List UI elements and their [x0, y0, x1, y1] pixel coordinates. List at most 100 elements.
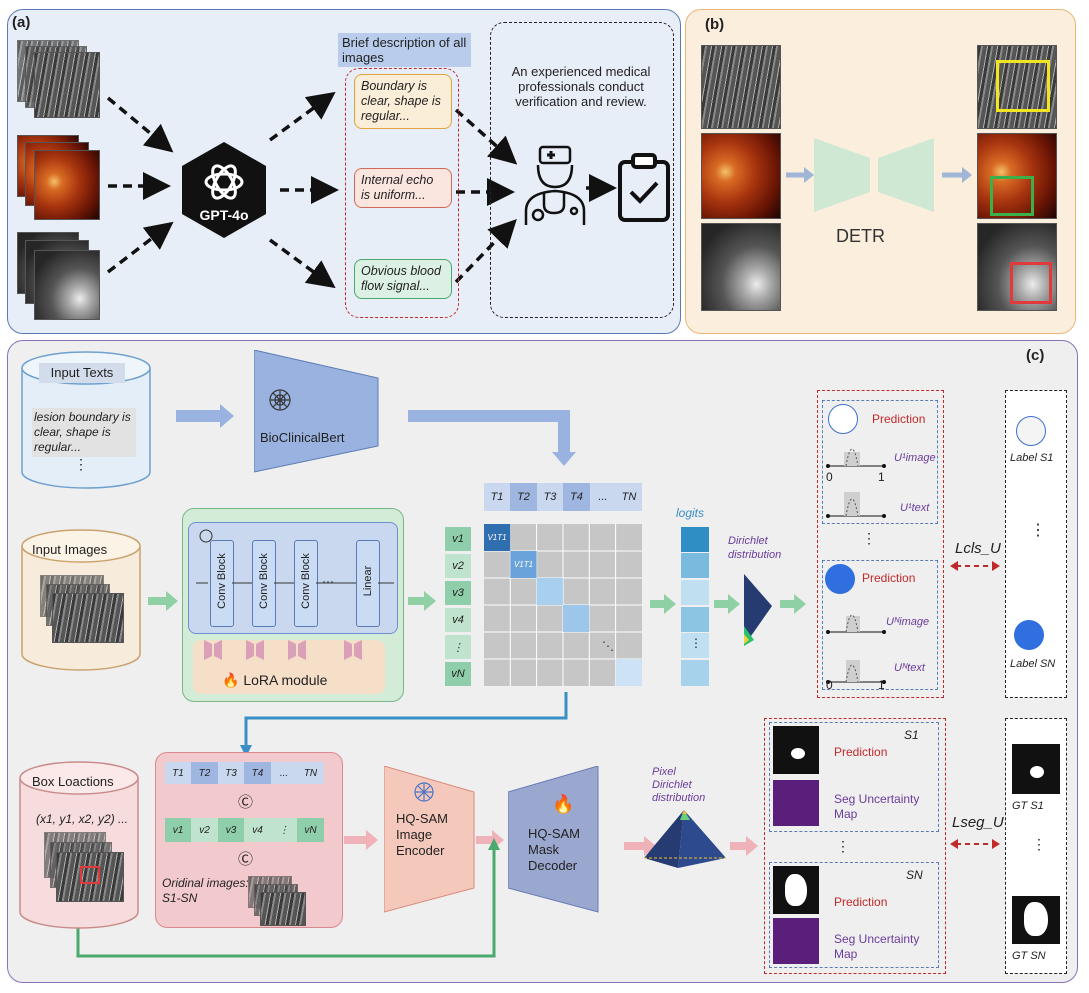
- encoder-block-1: Conv Block: [210, 540, 234, 627]
- b-output-xray: [977, 223, 1057, 311]
- label-circle-1: [1016, 416, 1046, 446]
- uncertainty-plots: [826, 448, 886, 684]
- input-texts-title: Input Texts: [39, 363, 125, 383]
- input-texts-body: lesion boundary is clear, shape is regul…: [32, 408, 136, 457]
- seg-uncertainty-map-n: [773, 918, 819, 964]
- descriptions-box: [345, 68, 459, 318]
- axis-0-b: 0: [826, 678, 833, 692]
- lora-label: 🔥 LoRA module: [222, 672, 328, 688]
- loss-seg: Lseg_U: [952, 814, 1004, 831]
- hqsam-decoder-label: HQ-SAM Mask Decoder: [528, 826, 580, 873]
- gt-sn-label: GT SN: [1012, 950, 1046, 962]
- concat-symbol-2: Ⓒ: [238, 851, 254, 868]
- review-box: [490, 22, 674, 318]
- panel-a-label: (a): [12, 14, 31, 31]
- b-input-xray: [701, 223, 781, 311]
- cls-prediction-outer: [817, 390, 944, 698]
- bioclinicalbert-label: BioClinicalBert: [260, 430, 345, 445]
- svg-text:⋱: ⋱: [602, 639, 614, 653]
- u-text-n: Uᴺtext: [894, 662, 925, 674]
- u-image-n: Uᴺimage: [886, 616, 930, 628]
- seg-prediction-outer: [764, 718, 946, 974]
- cls-prediction-top: [822, 400, 938, 524]
- b-input-fundus: [701, 133, 781, 219]
- encoder-ellipsis: ···: [322, 574, 334, 588]
- axis-0-a: 0: [826, 470, 833, 484]
- seg-sn-label: SN: [906, 868, 923, 882]
- detr-model: [786, 138, 972, 212]
- seg-vdots: ⋮: [836, 838, 850, 854]
- label-sn: Label SN: [1010, 658, 1056, 670]
- seg-prediction-top: [769, 722, 939, 832]
- clipboard-check-icon: [618, 153, 670, 222]
- ordinal-images-label: Oridinal images: S1-SN: [162, 876, 249, 905]
- box-locations-title: Box Loactions: [32, 774, 114, 789]
- fire-icon: 🔥: [222, 672, 240, 688]
- gt-mask-1: [1012, 744, 1060, 794]
- encoder-linear: Linear: [356, 540, 380, 627]
- bioclinicalbert-encoder: [254, 350, 379, 473]
- u-image-1: U¹image: [894, 452, 936, 464]
- dirichlet-label: Dirichlet distribution: [728, 535, 782, 561]
- hqsam-image-encoder: [384, 766, 475, 913]
- gpt4o-label: GPT-4o: [199, 207, 249, 223]
- diag-label-1: V1T1: [487, 533, 507, 542]
- doctor-icon: [524, 145, 586, 225]
- label-s1: Label S1: [1010, 452, 1054, 464]
- hqsam-encoder-label: HQ-SAM Image Encoder: [396, 811, 448, 858]
- u-text-1: U¹text: [900, 502, 930, 514]
- gpt4o-logo: GPT-4o: [178, 140, 270, 240]
- seg-uncertainty-label-n: Seg Uncertainty Map: [834, 932, 920, 961]
- cls-vdots: ⋮: [862, 530, 876, 546]
- b-box-yellow: [996, 60, 1050, 112]
- gt-s1-label: GT S1: [1012, 800, 1044, 812]
- seg-s1-label: S1: [904, 728, 919, 742]
- logits-label: logits: [676, 506, 705, 520]
- label-vdots: ⋮: [1030, 522, 1046, 539]
- b-box-green: [990, 176, 1034, 216]
- input-images-title: Input Images: [32, 542, 108, 557]
- b-input-ultrasound: [701, 45, 781, 129]
- loss-cls: Lcls_U: [955, 540, 1001, 557]
- detr-label: DETR: [836, 226, 885, 246]
- gt-mask-n: [1012, 896, 1060, 944]
- seg-uncertainty-label-1: Seg Uncertainty Map: [834, 792, 920, 821]
- seg-pred-mask-1: [773, 726, 819, 774]
- seg-prediction-bottom: [769, 862, 939, 968]
- seg-pred-label-n: Prediction: [834, 895, 888, 909]
- cls-pred-circle-1: [828, 404, 858, 434]
- seg-pred-label-1: Prediction: [834, 745, 888, 759]
- panel-a-arrows: [106, 91, 617, 289]
- lora-adapters: [196, 529, 394, 660]
- cls-pred-label-1: Prediction: [872, 412, 926, 426]
- input-texts-dots: ⋮: [74, 456, 88, 472]
- panel-b-label: (b): [705, 16, 725, 33]
- axis-1-a: 1: [878, 470, 885, 484]
- hqsam-mask-decoder: 🔥: [508, 766, 599, 913]
- label-circle-n: [1014, 620, 1044, 650]
- seg-uncertainty-map-1: [773, 780, 819, 826]
- concat-symbol-1: Ⓒ: [238, 794, 254, 811]
- cls-pred-circle-n: [825, 564, 855, 594]
- gt-vdots: ⋮: [1032, 836, 1046, 852]
- review-text: An experienced medical professionals con…: [511, 64, 651, 109]
- cls-pred-label-n: Prediction: [862, 571, 916, 585]
- svg-text:🔥: 🔥: [552, 793, 574, 814]
- pixel-dirichlet-label: Pixel Dirichlet distribution: [652, 766, 706, 804]
- panel-c-label: (c): [1026, 347, 1045, 364]
- description-3: Obvious blood flow signal...: [354, 259, 452, 299]
- description-2: Internal echo is uniform...: [354, 168, 452, 208]
- b-box-red: [1010, 262, 1052, 304]
- seg-pred-mask-n: [773, 866, 819, 914]
- box-coords: (x1, y1, x2, y2) ...: [36, 812, 129, 826]
- matrix-grid: ⋱: [484, 524, 642, 686]
- axis-1-b: 1: [878, 678, 885, 692]
- b-output-ultrasound: [977, 45, 1057, 129]
- pixel-dirichlet-pyramid: [644, 810, 726, 868]
- dirichlet-simplex: [744, 574, 772, 646]
- diag-label-2: V1T1: [513, 560, 534, 569]
- cls-prediction-bottom: [822, 560, 938, 690]
- description-1: Boundary is clear, shape is regular...: [354, 74, 452, 129]
- brief-description-header: Brief description of all images: [338, 33, 471, 67]
